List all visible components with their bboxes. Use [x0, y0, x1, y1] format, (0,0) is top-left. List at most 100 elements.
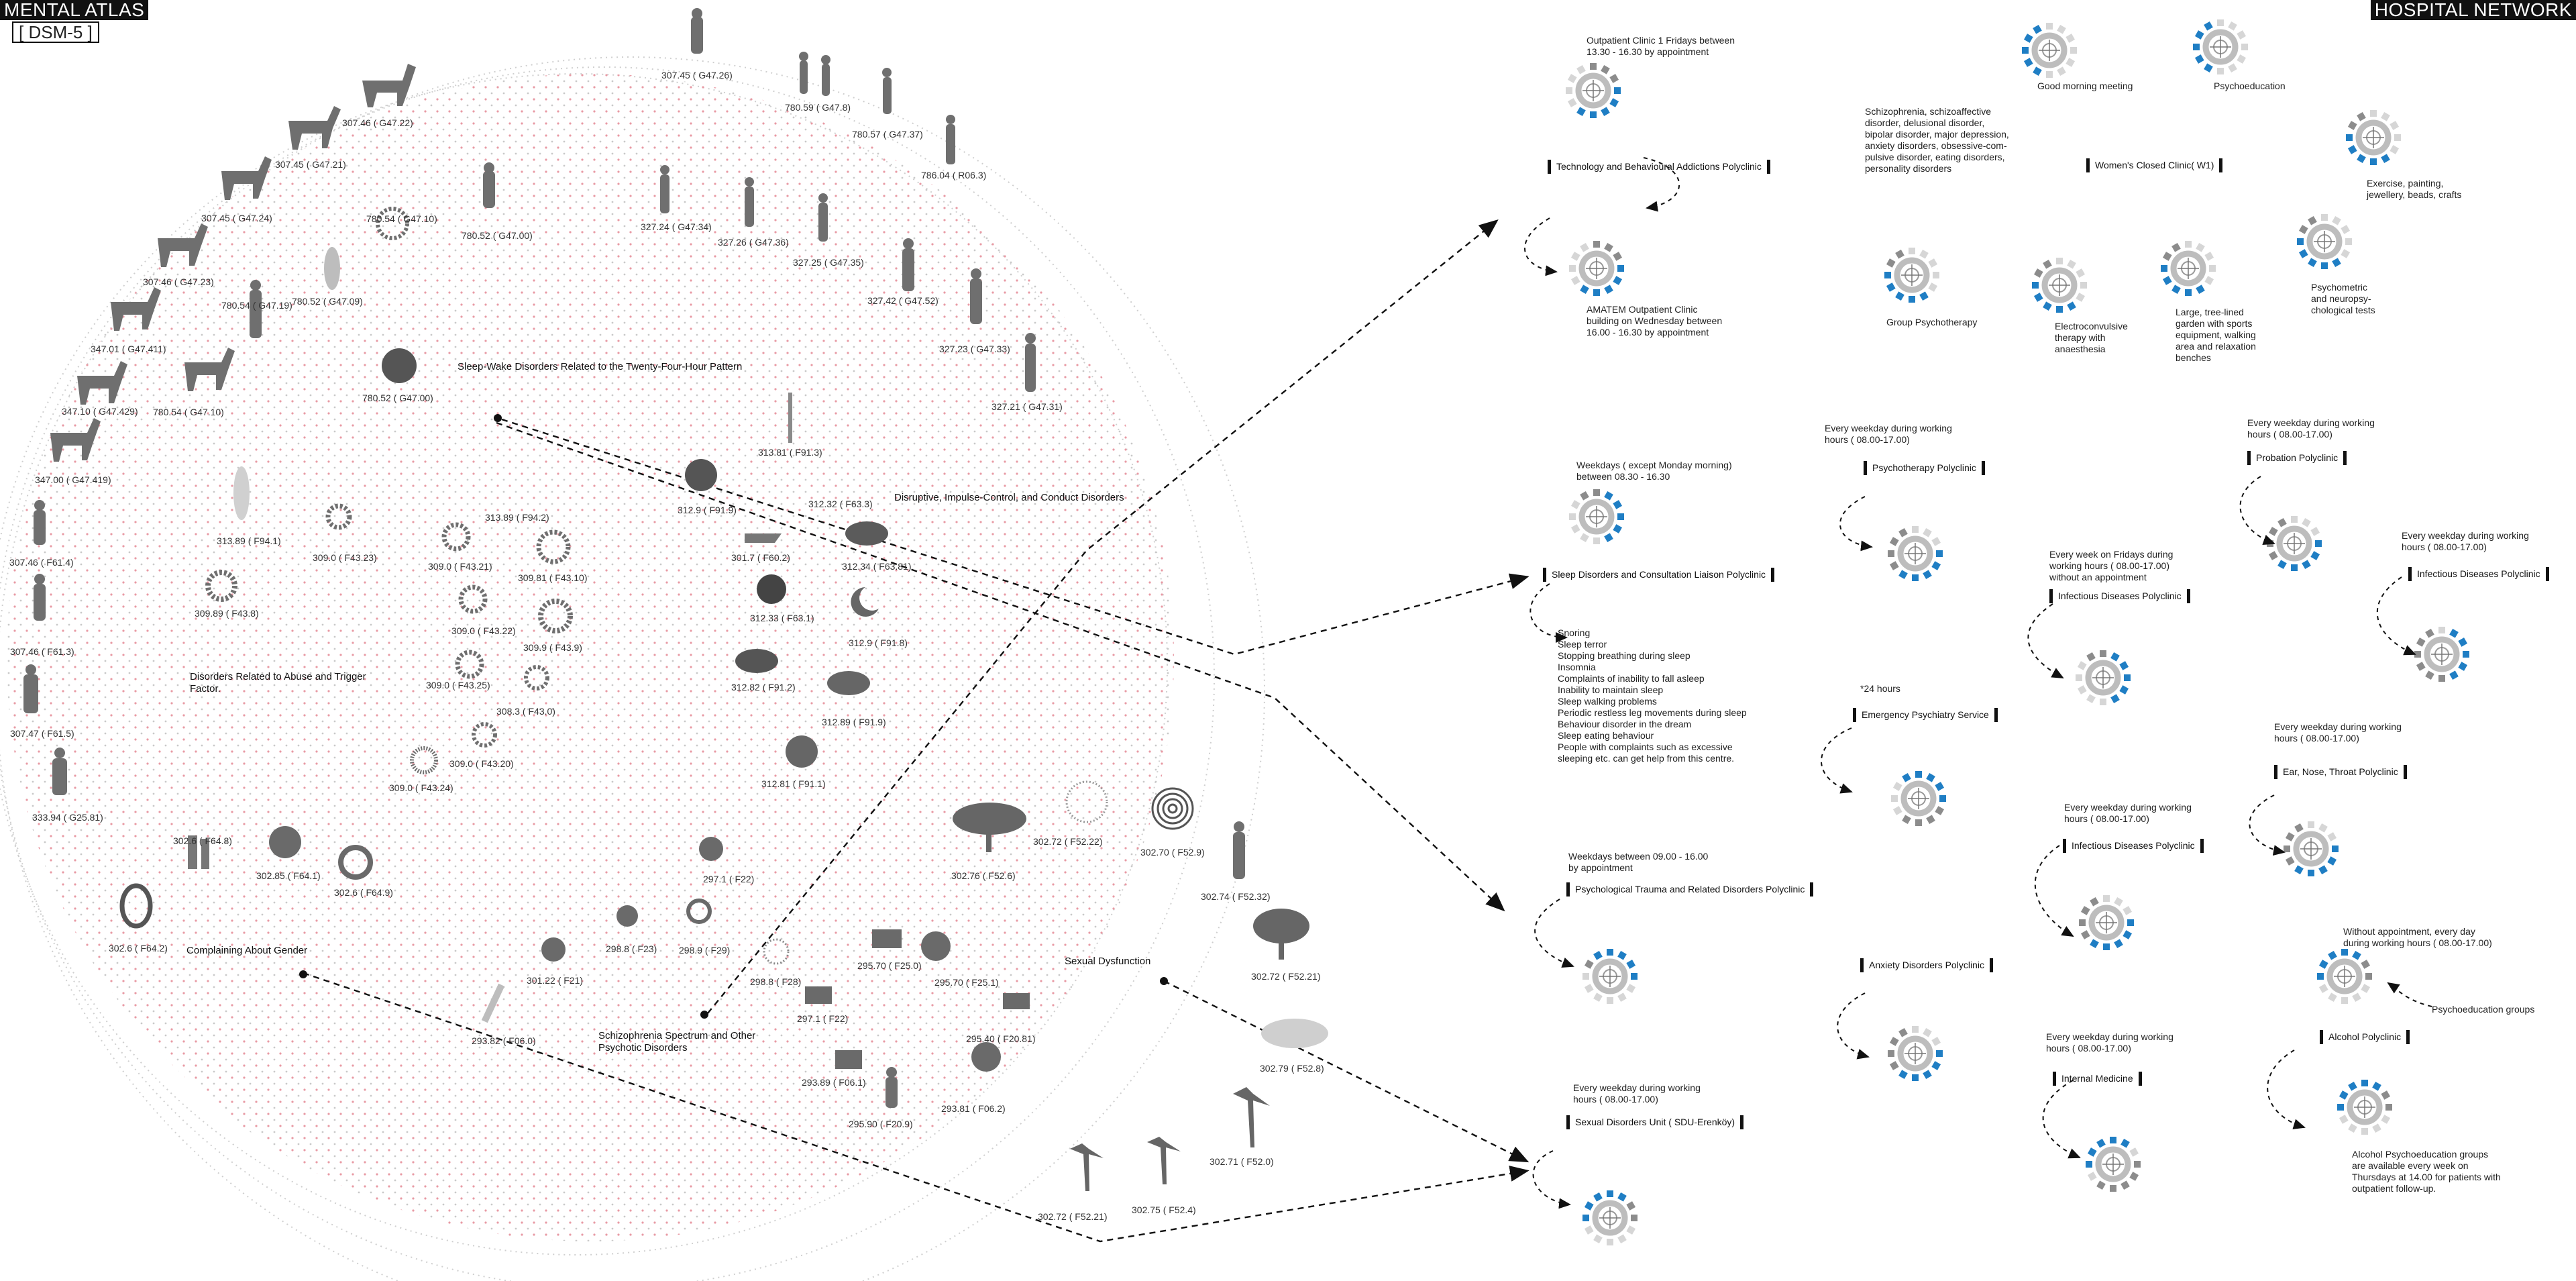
code-label: 309.0 ( F43.20)	[449, 758, 514, 769]
clock-dial-icon	[2079, 895, 2134, 950]
code-label: 347.10 ( G47.429)	[62, 406, 138, 417]
fern-icon	[1261, 1019, 1328, 1048]
clock-dial-icon	[1891, 771, 1946, 826]
code-label: 327.26 ( G47.36)	[718, 237, 789, 248]
code-label: 307.46 ( F61.4)	[9, 557, 74, 568]
thermometer-icon	[786, 735, 818, 768]
code-label: 327.23 ( G47.33)	[939, 344, 1010, 354]
tree-icon	[1253, 909, 1309, 943]
unit-internal-medicine: Internal Medicine	[2053, 1072, 2142, 1086]
code-label: 302.70 ( F52.9)	[1140, 847, 1205, 858]
note-alcohol-hours: Without appointment, every day during wo…	[2343, 926, 2492, 948]
note-emergency-hours: *24 hours	[1860, 683, 1900, 694]
code-label: 780.52 ( G47.00)	[462, 230, 533, 241]
object-icon	[541, 937, 566, 962]
unit-connectors	[1524, 157, 2432, 1209]
symptom-item: Periodic restless leg movements during s…	[1558, 707, 1747, 718]
symptom-item: Sleep eating behaviour	[1558, 730, 1654, 741]
note-amatem: AMATEM Outpatient Clinic building on Wed…	[1587, 304, 1723, 338]
clock-dial-icon	[2193, 19, 2248, 74]
fern-icon	[1065, 780, 1108, 823]
unit-sleep: Sleep Disorders and Consultation Liaison…	[1543, 568, 1775, 582]
category-abuse: Disorders Related to Abuse and Trigger F…	[190, 671, 366, 695]
tree-icon	[1279, 936, 1284, 960]
clock-dial-icon	[2317, 949, 2372, 1004]
note-infectious3-hours: Every weekday during working hours ( 08.…	[2064, 802, 2192, 824]
code-label: 780.54 ( G47.10)	[366, 213, 437, 224]
plant-icon	[788, 393, 792, 443]
code-label: 312.9 ( F91.8)	[849, 637, 908, 648]
code-label: 302.85 ( F64.1)	[256, 870, 321, 881]
code-label: 780.52 ( G47.00)	[362, 393, 433, 403]
code-label: 307.46 ( G47.22)	[342, 117, 413, 128]
tree-icon	[986, 825, 991, 852]
unit-infectious-3: Infectious Diseases Polyclinic	[2063, 839, 2204, 853]
code-label: 780.54 ( G47.10)	[153, 407, 224, 417]
code-label: 312.32 ( F63.3)	[808, 499, 873, 509]
atlas-subtitle: [ DSM-5 ]	[12, 21, 99, 43]
code-label: 307.45 ( G47.21)	[275, 159, 346, 170]
code-label: 327.24 ( G47.34)	[641, 221, 712, 232]
category-disruptive: Disruptive, Impulse-Control, and Conduct…	[894, 492, 1124, 503]
note-weekdays-sleep: Weekdays ( except Monday morning) betwee…	[1576, 460, 1732, 482]
unit-ent: Ear, Nose, Throat Polyclinic	[2274, 765, 2407, 779]
pictograms	[23, 8, 1328, 1191]
code-label: 309.0 ( F43.25)	[426, 680, 490, 690]
clock-dial-icon	[1569, 241, 1624, 296]
code-label: 312.82 ( F91.2)	[731, 682, 796, 693]
code-label: 780.52 ( G47.09)	[292, 296, 363, 307]
code-label: 297.1 ( F22)	[703, 874, 755, 884]
code-label: 780.59 ( G47.8)	[785, 102, 851, 113]
code-label: 347.00 ( G47.419)	[35, 474, 111, 485]
clock-dial-icon	[2297, 214, 2352, 269]
object-icon	[805, 986, 832, 1004]
symptom-item: Snoring	[1558, 627, 1591, 638]
object-icon	[971, 1042, 1001, 1072]
unit-anxiety: Anxiety Disorders Polyclinic	[1860, 958, 1993, 972]
symptom-item: Sleep walking problems	[1558, 696, 1657, 707]
unit-sexual: Sexual Disorders Unit ( SDU-Erenköy)	[1566, 1115, 1744, 1129]
palm-tree-icon	[1233, 1087, 1270, 1147]
code-label: 307.46 ( F61.3)	[10, 646, 74, 657]
object-icon	[201, 839, 209, 869]
eagle-icon	[269, 826, 301, 858]
code-label: 309.0 ( F43.21)	[428, 561, 492, 572]
note-sexual-hours: Every weekday during working hours ( 08.…	[1573, 1082, 1701, 1105]
code-label: 786.04 ( R06.3)	[921, 170, 987, 181]
code-label: 295.40 ( F20.81)	[966, 1033, 1036, 1044]
unit-psychotherapy: Psychotherapy Polyclinic	[1864, 461, 1985, 475]
category-sleep-wake: Sleep-Wake Disorders Related to the Twen…	[458, 361, 743, 372]
note-good-morning: Good morning meeting	[2037, 81, 2133, 91]
code-label: 297.1 ( F22)	[797, 1013, 849, 1024]
code-label: 293.82 ( F06.0)	[472, 1035, 536, 1046]
note-garden: Large, tree-lined garden with sports equ…	[2176, 307, 2256, 363]
code-label: 293.89 ( F06.1)	[802, 1077, 866, 1088]
object-icon	[872, 929, 902, 948]
category-sexual: Sexual Dysfunction	[1065, 956, 1151, 967]
code-label: 298.8 ( F23)	[606, 943, 657, 954]
atlas-disc	[7, 74, 1174, 1241]
unit-infectious-2: Infectious Diseases Polyclinic	[2408, 567, 2549, 581]
connector-tech	[707, 219, 1499, 1014]
note-probation-hours: Every weekday during working hours ( 08.…	[2247, 417, 2375, 440]
code-label: 309.81 ( F43.10)	[518, 572, 588, 583]
connectors	[303, 219, 1529, 1243]
palm-tree-icon	[1070, 1143, 1104, 1191]
moon-icon	[851, 587, 879, 617]
code-label: 308.3 ( F43.0)	[496, 706, 555, 717]
code-label: 327.25 ( G47.35)	[793, 257, 864, 268]
code-label: 309.89 ( F43.8)	[195, 608, 259, 619]
object-icon	[616, 905, 638, 927]
code-label: 302.6 ( F64.8)	[173, 835, 232, 846]
unit-trauma: Psychological Trauma and Related Disorde…	[1566, 882, 1814, 896]
clock-dial-icon	[2284, 821, 2339, 876]
silhouette-person-icon	[23, 8, 1245, 1108]
code-label: 302.72 ( F52.21)	[1038, 1211, 1108, 1222]
tree-icon	[953, 803, 1026, 835]
code-label: 298.8 ( F28)	[750, 976, 802, 987]
code-label: 295.70 ( F25.1)	[934, 977, 999, 988]
object-icon	[1003, 993, 1030, 1009]
object-icon	[188, 835, 197, 869]
